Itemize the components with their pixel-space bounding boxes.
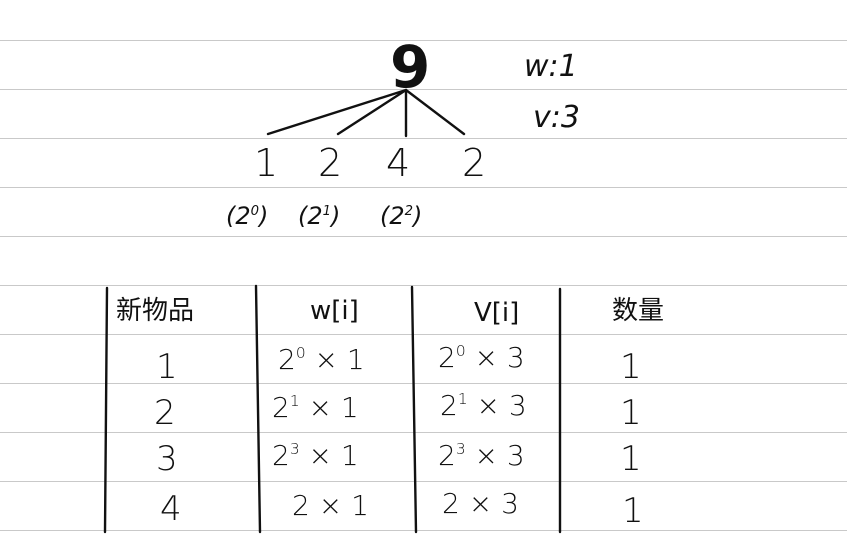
table-header-count: 数量 [612,296,665,326]
power-close: ) [259,202,269,230]
ruled-line [0,40,847,41]
ruled-line [0,138,847,139]
part-value: 4 [386,141,411,185]
table-cell-weight: 20 × 1 [278,343,365,376]
table-cell-item: 3 [156,439,178,479]
ruled-line [0,481,847,482]
table-header-weight: w[i] [310,296,359,326]
part-value: 2 [318,141,343,185]
weight-note: w:1 [524,49,578,84]
branch-line [336,88,408,136]
table-header-new-item: 新物品 [116,296,195,326]
tree-branches [266,88,466,138]
power-base: (2 [298,202,323,230]
ruled-line [0,236,847,237]
ruled-line [0,530,847,531]
column-rule [410,285,418,534]
power-exponent: 0 [250,203,260,219]
ruled-line [0,334,847,335]
root-number: 9 [390,33,431,101]
ruled-line [0,432,847,433]
value-note: v:3 [533,100,580,135]
power-close: ) [413,202,423,230]
table-cell-item: 1 [156,347,178,387]
part-value: 2 [462,141,487,185]
power-label: (20) [226,204,268,228]
branch-line [266,88,408,136]
table-cell-count: 1 [620,393,642,433]
ruled-line [0,285,847,286]
table-cell-item: 4 [160,489,182,529]
branch-line [404,88,466,136]
column-rule [254,284,262,534]
table-cell-weight: 2 × 1 [292,489,369,522]
table-cell-weight: 21 × 1 [272,391,359,424]
table-cell-count: 1 [620,347,642,387]
table-cell-count: 1 [620,439,642,479]
part-value: 1 [254,141,279,185]
table-cell-item: 2 [154,393,176,433]
table-header-value: V[i] [474,298,520,328]
column-rule [103,286,109,534]
table-cell-value: 23 × 3 [438,439,525,472]
power-base: (2 [380,202,405,230]
table-cell-value: 20 × 3 [438,341,525,374]
table-cell-value: 21 × 3 [440,389,527,422]
power-close: ) [331,202,341,230]
ruled-line [0,383,847,384]
table-cell-weight: 23 × 1 [272,439,359,472]
table-column-rules [103,284,562,534]
power-base: (2 [226,202,251,230]
power-exponent: 2 [404,203,414,219]
table-cell-count: 1 [622,491,644,531]
ruled-line [0,187,847,188]
ruled-line [0,89,847,90]
power-exponent: 1 [322,203,332,219]
power-label: (22) [380,204,422,228]
power-label: (21) [298,204,340,228]
table-cell-value: 2 × 3 [442,487,519,520]
